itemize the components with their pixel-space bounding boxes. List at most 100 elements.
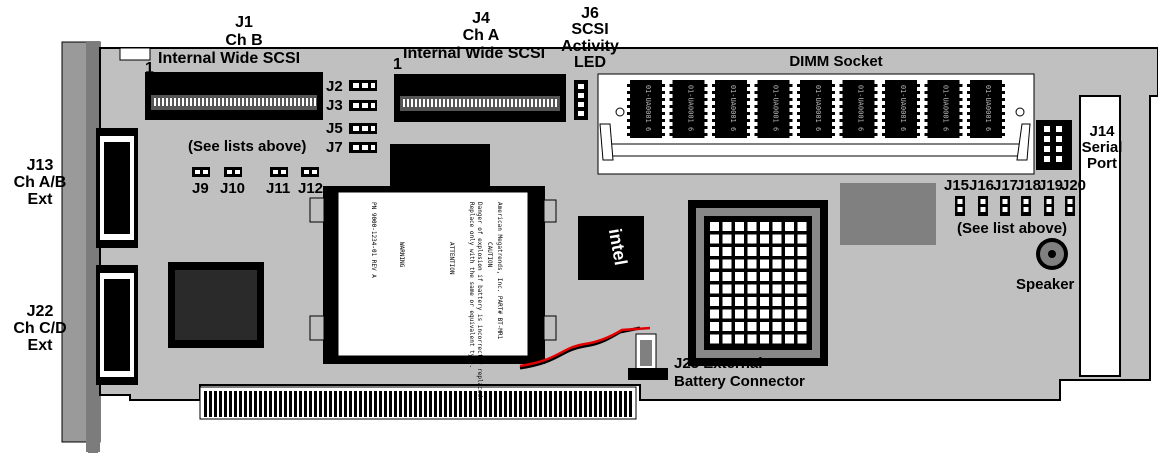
pci-pin xyxy=(544,391,547,417)
memory-controller-chip xyxy=(390,144,490,186)
cpu-pad xyxy=(797,334,807,344)
battery-label-line4: Replace only with the same or equivalent… xyxy=(468,202,475,368)
battery-label-line5: ATTENTION xyxy=(448,242,455,275)
label-j4-name: J4 xyxy=(472,10,490,27)
mounting-bracket xyxy=(61,41,101,453)
pci-pin xyxy=(499,391,502,417)
scsi-pin xyxy=(154,98,156,106)
pci-pin xyxy=(624,391,627,417)
label-j7: J7 xyxy=(326,139,343,156)
pci-pin xyxy=(209,391,212,417)
pci-pin xyxy=(364,391,367,417)
dimm-socket: 01-UA0001 6 01-UA0001 6 01-UA0001 6 01-UA00… xyxy=(597,73,1035,175)
scsi-pin xyxy=(419,99,421,107)
dimm-memory-chip: 01-UA0001 6 xyxy=(967,80,1005,138)
cpu-pad xyxy=(735,247,744,256)
dimm-chip-label: 01-UA0001 6 xyxy=(899,85,907,131)
cpu-pad xyxy=(722,272,732,281)
pci-pin xyxy=(214,391,217,417)
label-j12: J12 xyxy=(298,180,323,197)
pci-pin xyxy=(504,391,507,417)
cpu-pad xyxy=(772,272,782,281)
scsi-pin xyxy=(499,99,501,107)
cpu-pad xyxy=(760,309,769,319)
pci-pin xyxy=(539,391,542,417)
scsi-pin xyxy=(543,99,545,107)
battery-label-line7: PN 9000-1234-01 REV A xyxy=(370,202,377,278)
scsi-pin xyxy=(294,98,296,106)
dimm-chip-label: 01-UA0001 6 xyxy=(687,85,695,131)
battery-wire xyxy=(519,326,651,370)
cpu-pad xyxy=(785,222,794,231)
cpu-pad xyxy=(747,284,757,294)
cpu-pad xyxy=(722,322,732,331)
pci-pin xyxy=(574,391,577,417)
cpu-pad xyxy=(735,234,744,244)
cpu-pad xyxy=(785,309,794,319)
serial-port-bracket xyxy=(1079,95,1121,377)
battery-label-line6: WARNING xyxy=(398,242,405,268)
pci-pin xyxy=(309,391,312,417)
scsi-pin xyxy=(515,99,517,107)
pci-pin xyxy=(449,391,452,417)
scsi-pin xyxy=(214,98,216,106)
dimm-chip-label: 01-UA0001 6 xyxy=(644,85,652,131)
label-j1-pin1: 1 xyxy=(145,60,154,77)
j14-serial-port xyxy=(1036,120,1072,170)
cpu-pad xyxy=(747,297,757,306)
jumper-j2 xyxy=(349,80,377,91)
cpu-pad xyxy=(785,334,794,344)
j13-external-connector xyxy=(96,128,138,248)
label-j14-line3: Port xyxy=(1087,155,1117,172)
scsi-pin xyxy=(286,98,288,106)
label-j19: J19 xyxy=(1038,177,1063,194)
pci-pin xyxy=(234,391,237,417)
pci-pin xyxy=(254,391,257,417)
cpu-pad xyxy=(710,309,719,319)
pci-pin xyxy=(429,391,432,417)
label-j17: J17 xyxy=(993,177,1018,194)
jumper-j9 xyxy=(192,167,210,177)
cpu-pad xyxy=(785,272,794,281)
pci-pin xyxy=(619,391,622,417)
cpu-pad xyxy=(785,259,794,269)
pci-pin xyxy=(294,391,297,417)
pci-pin xyxy=(394,391,397,417)
pci-pin xyxy=(404,391,407,417)
pci-pin xyxy=(419,391,422,417)
serial-pin xyxy=(1056,136,1062,142)
dimm-memory-chip: 01-UA0001 6 xyxy=(797,80,835,138)
intel-processor-chip: intel xyxy=(578,216,644,280)
cpu-pad xyxy=(760,272,769,281)
scsi-pin xyxy=(298,98,300,106)
scsi-pin xyxy=(551,99,553,107)
cpu-pad xyxy=(772,247,782,256)
pci-pin xyxy=(474,391,477,417)
label-dimm-socket: DIMM Socket xyxy=(789,53,882,70)
pci-pin xyxy=(314,391,317,417)
scsi-pin xyxy=(507,99,509,107)
label-see-list-above: (See list above) xyxy=(957,220,1067,237)
cpu-pad xyxy=(760,259,769,269)
scsi-pin xyxy=(435,99,437,107)
dimm-chip-label: 01-UA0001 6 xyxy=(729,85,737,131)
scsi-pin xyxy=(266,98,268,106)
scsi-pin xyxy=(210,98,212,106)
cpu-pad xyxy=(772,222,782,231)
scsi-pin xyxy=(250,98,252,106)
cpu-pad xyxy=(722,222,732,231)
label-j9: J9 xyxy=(192,180,209,197)
pci-pin xyxy=(414,391,417,417)
pci-pin xyxy=(229,391,232,417)
dimm-chip-label: 01-UA0001 6 xyxy=(984,85,992,131)
scsi-pin xyxy=(230,98,232,106)
label-j4-desc: Internal Wide SCSI xyxy=(403,45,545,62)
jumper-j5 xyxy=(349,123,377,134)
pci-pin xyxy=(289,391,292,417)
cpu-pad xyxy=(772,259,782,269)
scsi-pin xyxy=(242,98,244,106)
jumper-j7 xyxy=(349,142,377,153)
scsi-pin xyxy=(547,99,549,107)
dimm-chip-label: 01-UA0001 6 xyxy=(772,85,780,131)
scsi-pin xyxy=(218,98,220,106)
